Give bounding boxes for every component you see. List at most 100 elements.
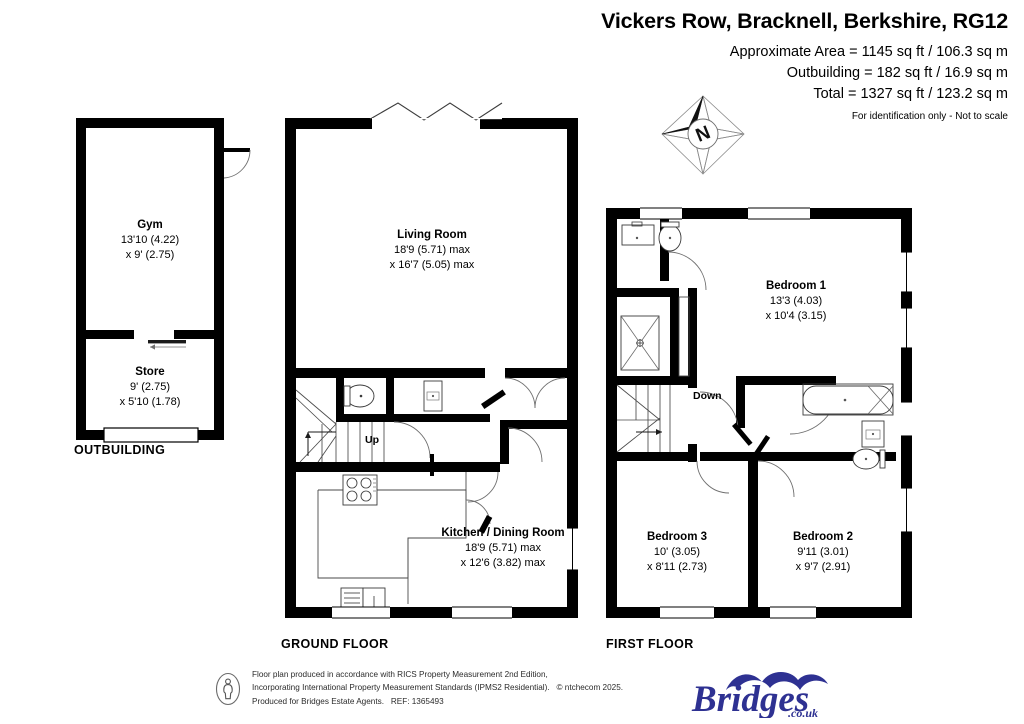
outbuilding-area: Outbuilding = 182 sq ft / 16.9 sq m (786, 64, 1008, 81)
outbuilding-right-wall-top-cap (214, 118, 224, 126)
bathroom-basin (861, 420, 885, 448)
bed1-door-arc (699, 391, 739, 431)
room-dim2-bedroom-2: x 9'7 (2.91) (795, 560, 851, 573)
ensuite-shower (620, 315, 660, 371)
room-label-living-room: Living Room 18'9 (5.71) max x 16'7 (5.05… (342, 228, 522, 272)
ground-wc-fixtures (343, 384, 375, 408)
bed2-door-arc (757, 460, 795, 498)
footer-line-3: Produced for Bridges Estate Agents. (252, 696, 384, 706)
stairs-down-label: Down (693, 390, 722, 402)
ensuite-wall-horizontal (617, 288, 679, 297)
outbuilding-right-wall-upper (214, 118, 224, 148)
kitchen-wall-top (285, 462, 500, 472)
caption-outbuilding: OUTBUILDING (74, 443, 166, 457)
outbuilding-opening-indicator (148, 340, 186, 350)
ground-floor-plan (285, 102, 578, 619)
living-room-bay-zigzag (369, 102, 503, 121)
room-label-store: Store 9' (2.75) x 5'10 (1.78) (100, 365, 200, 409)
room-dim1-bedroom-1: 13'3 (4.03) (769, 295, 823, 308)
room-dim1-store: 9' (2.75) (129, 381, 170, 394)
room-label-bedroom-2: Bedroom 2 9'11 (3.01) x 9'7 (2.91) (768, 530, 878, 574)
room-dim2-bedroom-3: x 8'11 (2.73) (647, 560, 707, 573)
room-name-gym: Gym (137, 219, 163, 231)
living-room-bay-opening (372, 118, 480, 129)
room-name-store: Store (135, 366, 165, 378)
room-dim2-bedroom-1: x 10'4 (3.15) (765, 309, 827, 322)
ground-windows (332, 527, 578, 619)
room-dim1-kitchen-dining-room: 18'9 (5.71) max (464, 542, 542, 555)
wc-partition-vertical (336, 378, 344, 422)
outbuilding-partition-left (86, 330, 134, 339)
ensuite-door-arc (667, 251, 707, 291)
bed3-door-arc (696, 460, 730, 494)
bathroom-toilet (852, 448, 886, 470)
room-label-kitchen-dining-room: Kitchen / Dining Room 18'9 (5.71) max x … (408, 526, 598, 570)
first-floor-door-leaves (732, 422, 771, 460)
room-dim2-kitchen-dining-room: x 12'6 (3.82) max (460, 556, 546, 569)
outbuilding-plan (76, 118, 251, 443)
wc-toilet-cistern (343, 385, 351, 407)
bathroom-fixtures (802, 383, 894, 470)
outbuilding-right-wall-lower (214, 168, 224, 430)
ground-staircase (295, 389, 386, 463)
person-icon (214, 672, 242, 706)
entry-wall-stub-a (500, 420, 578, 429)
room-label-gym: Gym 13'10 (4.22) x 9' (2.75) (100, 218, 200, 262)
stairs-up-label: Up (365, 434, 379, 446)
living-door-arc-2 (534, 377, 566, 409)
room-name-bedroom-2: Bedroom 2 (792, 531, 854, 543)
hall-partition-right (386, 378, 394, 422)
ground-door-leaves (430, 389, 506, 476)
room-dim1-gym: 13'10 (4.22) (120, 234, 180, 247)
caption-first-floor: FIRST FLOOR (606, 637, 694, 651)
first-floor-staircase (616, 384, 688, 453)
wc-door-arc (393, 421, 431, 459)
bed1-wall-bottom (736, 376, 836, 385)
airing-cupboard (678, 296, 690, 377)
bed2-bed3-divider (748, 452, 758, 607)
bathroom-wall-bottom (736, 452, 896, 461)
outbuilding-entrance-door (222, 148, 251, 179)
footer-line-2-group: Incorporating International Property Mea… (252, 681, 623, 694)
kitchen-door-leaf (478, 515, 493, 534)
ensuite-wall-vertical-top (660, 219, 669, 281)
footer-line-3-group: Produced for Bridges Estate Agents. REF:… (252, 695, 623, 708)
hall-right-wall (477, 368, 485, 378)
caption-ground-floor: GROUND FLOOR (281, 637, 389, 651)
room-label-bedroom-3: Bedroom 3 10' (3.05) x 8'11 (2.73) (622, 530, 732, 574)
room-dim1-bedroom-3: 10' (3.05) (653, 546, 701, 559)
logo-suffix: .co.uk (788, 706, 818, 718)
room-name-kitchen-dining-room: Kitchen / Dining Room (441, 527, 565, 539)
kitchen-door-arc (467, 471, 499, 503)
living-door-arc-1 (504, 377, 536, 409)
room-dim2-store: x 5'10 (1.78) (119, 395, 181, 408)
footer-text: Floor plan produced in accordance with R… (252, 668, 623, 708)
first-floor-windows (640, 207, 912, 619)
compass-rose: N (648, 84, 758, 184)
entry-wall-stub-b (500, 420, 509, 464)
room-dim1-living-room: 18'9 (5.71) max (393, 244, 471, 257)
wc-partition-horizontal (336, 414, 386, 422)
room-dim1-bedroom-2: 9'11 (3.01) (797, 546, 849, 559)
approximate-area: Approximate Area = 1145 sq ft / 106.3 sq… (729, 43, 1008, 60)
footer-line-2: Incorporating International Property Mea… (252, 683, 550, 693)
living-room-bay-inner-line (372, 118, 502, 120)
landing-wall-vertical (688, 288, 697, 388)
first-floor-plan (606, 207, 912, 619)
total-area: Total = 1327 sq ft / 123.2 sq m (813, 85, 1008, 102)
room-dim2-gym: x 9' (2.75) (125, 248, 175, 261)
bathroom-bath (802, 383, 894, 416)
entry-wall-stub-c (390, 414, 490, 422)
room-label-bedroom-1: Bedroom 1 13'3 (4.03) x 10'4 (3.15) (736, 279, 856, 323)
room-dim2-living-room: x 16'7 (5.05) max (389, 258, 475, 271)
footer-reference: REF: 1365493 (390, 696, 444, 706)
bathroom-wall-left (736, 376, 745, 428)
logo-swoosh (726, 671, 828, 690)
disclaimer-text: For identification only - Not to scale (851, 110, 1008, 122)
corridor-wall-right (700, 452, 758, 461)
bridges-logo[interactable]: Bridges .co.uk (690, 668, 836, 720)
outbuilding-partition-right (174, 330, 214, 339)
ensuite-wall-vertical-mid (670, 288, 679, 376)
